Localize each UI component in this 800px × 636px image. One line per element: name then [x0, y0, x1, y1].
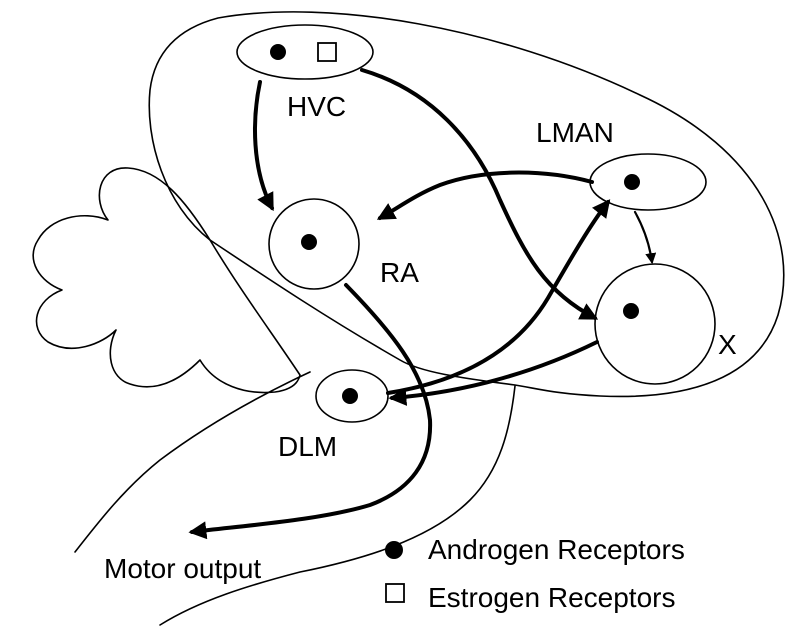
- estrogen-receptor-marker: [317, 42, 337, 62]
- label-dlm: DLM: [278, 431, 337, 462]
- pathways: [188, 68, 657, 540]
- androgen-receptor-marker: [270, 44, 286, 60]
- legend-androgen-label: Androgen Receptors: [428, 534, 685, 565]
- androgen-receptor-marker: [342, 388, 358, 404]
- pathway-hvc-to-ra: [253, 80, 274, 212]
- telencephalon-outline: [148, 11, 785, 398]
- pathway-x-to-dlm: [388, 340, 599, 406]
- cerebellum-outline: [32, 167, 301, 394]
- label-hvc: HVC: [287, 91, 346, 122]
- nucleus-x: [594, 263, 716, 385]
- pathway-ra-to-motor-output: [188, 283, 433, 540]
- pathway-lman-to-ra: [376, 170, 594, 220]
- nucleus-dlm: [315, 369, 389, 423]
- motor-output-label: Motor output: [104, 553, 261, 584]
- label-lman: LMAN: [536, 117, 614, 148]
- pathway-lman-to-x: [633, 210, 657, 265]
- androgen-receptor-marker: [301, 234, 317, 250]
- androgen-receptor-marker: [623, 303, 639, 319]
- estrogen-legend-icon: [385, 583, 405, 603]
- androgen-legend-icon: [385, 541, 403, 559]
- androgen-receptor-marker: [624, 174, 640, 190]
- pathway-dlm-to-lman: [386, 199, 611, 395]
- legend: Androgen Receptors Estrogen Receptors: [385, 534, 685, 613]
- brain-outline: [32, 11, 785, 626]
- brainstem-outline: [74, 371, 311, 553]
- legend-estrogen-label: Estrogen Receptors: [428, 582, 675, 613]
- label-x: X: [718, 329, 737, 360]
- nucleus-ra: [268, 198, 360, 290]
- label-ra: RA: [380, 257, 419, 288]
- nucleus-hvc: [236, 24, 374, 80]
